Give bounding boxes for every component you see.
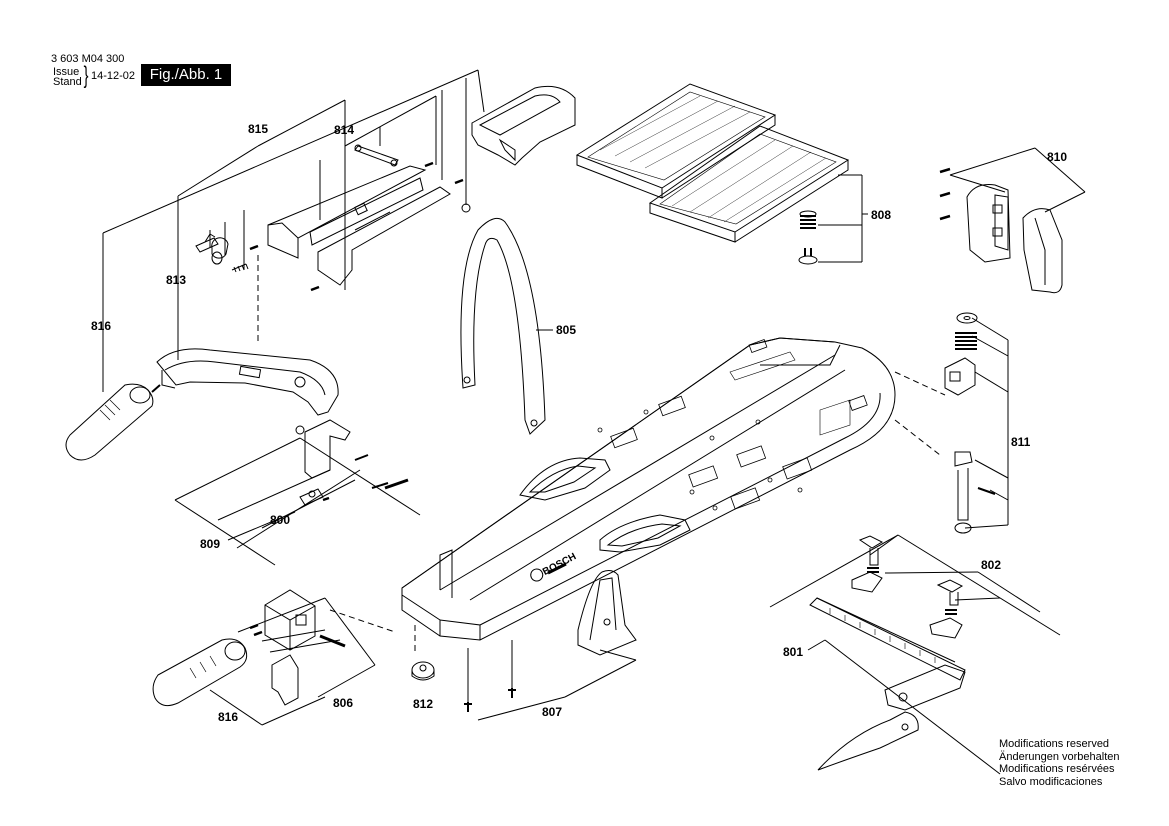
callout-813: 813 — [166, 273, 187, 287]
callout-815: 815 — [248, 122, 269, 136]
angle-guide-801 — [810, 598, 965, 770]
callout-800: 800 — [270, 513, 291, 527]
notice-line-de: Änderungen vorbehalten — [999, 750, 1120, 763]
callout-805: 805 — [556, 323, 577, 337]
callout-808: 808 — [871, 208, 892, 222]
leader-lines — [103, 70, 1085, 774]
document-number: 3 603 M04 300 — [51, 53, 125, 65]
fastener-set-815 — [196, 145, 470, 290]
handle-arch-813 — [157, 349, 338, 415]
foot-807 — [464, 571, 636, 712]
strap-805 — [461, 218, 545, 434]
figure-label: Fig./Abb. 1 — [141, 64, 231, 86]
grip-816-lower — [153, 639, 247, 706]
bosch-logo-text: BOSCH — [541, 551, 578, 578]
callout-806: 806 — [333, 696, 354, 710]
grip-816-upper — [66, 384, 160, 460]
callout-812: 812 — [413, 697, 434, 711]
modifications-notice: Modifications reserved Änderungen vorbeh… — [999, 738, 1119, 788]
notice-line-fr: Modifications resérvées — [999, 763, 1115, 775]
brace-glyph: } — [83, 62, 89, 89]
callout-816-upper: 816 — [91, 319, 112, 333]
thumbscrew-802 — [852, 536, 962, 638]
callout-811: 811 — [1011, 435, 1031, 449]
callout-802: 802 — [981, 558, 1002, 572]
bracket-809 — [296, 420, 408, 505]
slide-part-upper — [472, 86, 575, 165]
stand-label: Stand — [53, 76, 82, 88]
issue-label: Issue — [53, 66, 80, 78]
knob-812 — [412, 662, 434, 680]
base-frame: BOSCH — [402, 338, 895, 640]
table-extension-808 — [577, 84, 848, 264]
notice-line-es: Salvo modificaciones — [999, 775, 1103, 788]
callout-809: 809 — [200, 537, 221, 551]
callout-807: 807 — [542, 705, 563, 719]
guide-rail-814 — [268, 166, 450, 285]
side-bracket-806 — [250, 590, 345, 705]
callout-801: 801 — [783, 645, 804, 659]
end-cap-810 — [940, 169, 1062, 293]
notice-line-en: Modifications reserved — [999, 738, 1110, 750]
callout-814: 814 — [334, 123, 355, 137]
issue-date: 14-12-02 — [91, 70, 136, 82]
callout-816-lower: 816 — [218, 710, 239, 724]
clamp-set-811 — [945, 313, 995, 533]
callout-810: 810 — [1047, 150, 1068, 164]
